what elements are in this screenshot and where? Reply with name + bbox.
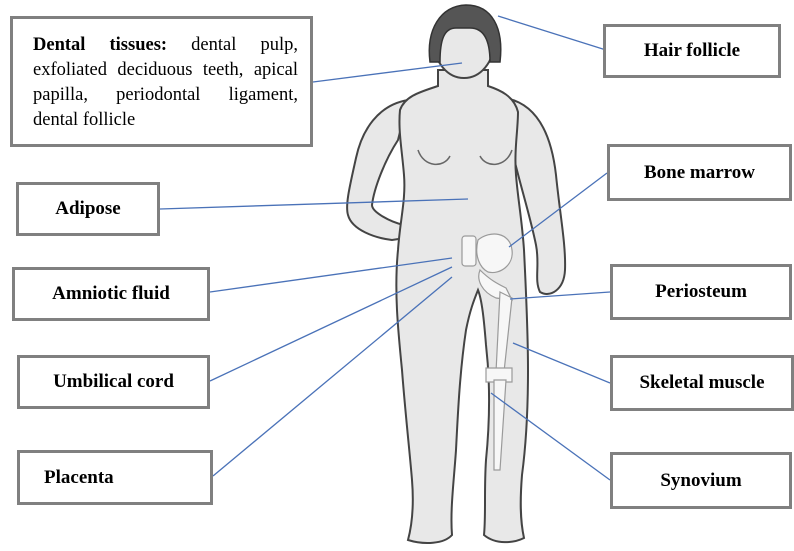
label-adipose: Adipose [16, 182, 160, 236]
label-umbilical-cord-text: Umbilical cord [53, 371, 174, 393]
label-hair-follicle: Hair follicle [603, 24, 781, 78]
label-periosteum: Periosteum [610, 264, 792, 320]
label-bone-marrow-text: Bone marrow [644, 162, 755, 184]
label-skeletal-muscle: Skeletal muscle [610, 355, 794, 411]
label-periosteum-text: Periosteum [655, 281, 747, 303]
label-umbilical-cord: Umbilical cord [17, 355, 210, 409]
label-bone-marrow: Bone marrow [607, 144, 792, 201]
label-synovium-text: Synovium [660, 470, 741, 492]
label-amniotic-fluid-text: Amniotic fluid [52, 283, 170, 305]
label-placenta: Placenta [17, 450, 213, 505]
leader-hair [498, 16, 606, 50]
label-placenta-text: Placenta [44, 467, 114, 489]
label-adipose-text: Adipose [55, 198, 120, 220]
label-synovium: Synovium [610, 452, 792, 509]
human-silhouette [347, 6, 565, 543]
dental-title: Dental tissues: [33, 35, 191, 55]
label-skeletal-muscle-text: Skeletal muscle [639, 372, 764, 394]
label-hair-follicle-text: Hair follicle [644, 40, 740, 62]
label-amniotic-fluid: Amniotic fluid [12, 267, 210, 321]
label-dental-tissues: Dental tissues: dental pulp, exfoliated … [10, 16, 313, 147]
